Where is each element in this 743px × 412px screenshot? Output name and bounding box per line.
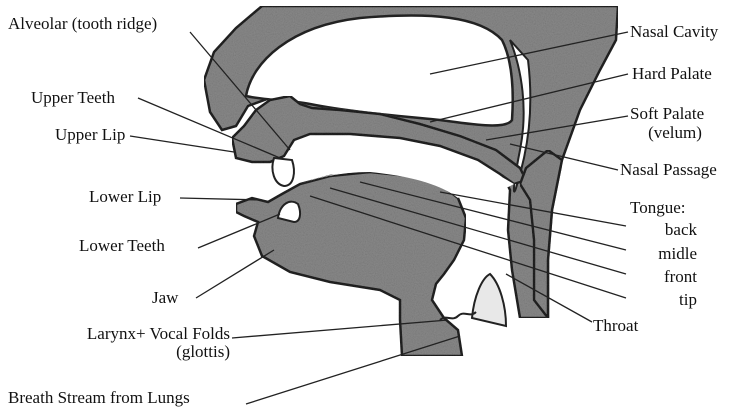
label-upper-teeth: Upper Teeth bbox=[31, 88, 115, 107]
leader-jaw bbox=[196, 250, 274, 298]
label-tongue-midle: midle bbox=[630, 244, 697, 263]
label-lower-lip: Lower Lip bbox=[89, 187, 161, 206]
label-lower-teeth: Lower Teeth bbox=[79, 236, 165, 255]
label-larynx-line2: (glottis) bbox=[32, 342, 230, 361]
label-throat: Throat bbox=[593, 316, 638, 335]
label-nasal-cavity: Nasal Cavity bbox=[630, 22, 718, 41]
epiglottis bbox=[472, 274, 506, 326]
label-tongue-front: front bbox=[630, 267, 697, 286]
label-tongue: Tongue: bbox=[630, 198, 685, 217]
leader-upper-lip bbox=[130, 136, 234, 152]
label-larynx-line1: Larynx+ Vocal Folds bbox=[32, 324, 230, 343]
upper-tooth bbox=[272, 158, 293, 186]
leader-breath bbox=[246, 336, 460, 404]
label-jaw: Jaw bbox=[152, 288, 178, 307]
label-tongue-tip: tip bbox=[630, 290, 697, 309]
label-breath-stream: Breath Stream from Lungs bbox=[8, 388, 190, 407]
label-soft-palate-line2: (velum) bbox=[630, 123, 720, 142]
label-upper-lip: Upper Lip bbox=[55, 125, 125, 144]
label-nasal-passage: Nasal Passage bbox=[620, 160, 717, 179]
label-hard-palate: Hard Palate bbox=[632, 64, 712, 83]
label-tongue-back: back bbox=[630, 220, 697, 239]
label-soft-palate-line1: Soft Palate bbox=[630, 104, 704, 123]
label-alveolar: Alveolar (tooth ridge) bbox=[8, 14, 157, 33]
